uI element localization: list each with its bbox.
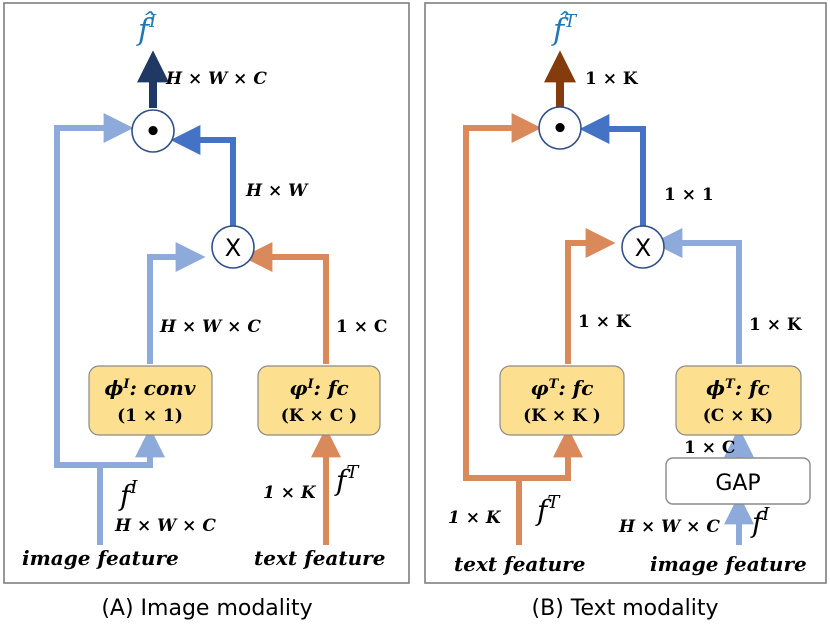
panel-a: f̂I H × W × C • X H × W H × W × C 1 × C … [3,2,410,621]
panel-a-input-left: image feature [22,546,179,570]
panel-b-input-left: text feature [454,552,585,576]
panel-a-conv-sub: (1 × 1) [117,406,183,426]
panel-a-bypass-arrow [54,113,134,545]
panel-b-gap-box [665,457,811,505]
panel-a-text-feat-label: fT [334,462,360,497]
panel-b-image-feat-dim: H × W × C [618,517,720,537]
panel-a-frame [3,2,410,584]
panel-b-gap-out-dim: 1 × C [684,438,735,458]
panel-b-fc2-sub: (C × K) [703,406,773,426]
panel-b-text-feat-label: fT [535,492,561,527]
panel-b-text-to-fc-arrow [519,427,583,481]
panel-b-caption: (B) Text modality [532,596,719,621]
panel-b-output-dim: 1 × K [585,69,639,89]
panel-b-dot-operator [538,106,582,150]
panel-a-image-to-conv-arrow [100,427,165,468]
panel-a-image-feat-dim: H × W × C [114,516,216,536]
panel-b-image-feat-label: fI [750,504,770,539]
panel-b-output-label: f̂T [551,11,578,48]
panel-a-mult-dot-dim: H × W [245,181,309,201]
panel-b-gap-label: GAP [715,471,760,496]
panel-b-fc-sub: (K × K ) [523,406,601,426]
panel-a-output-dim: H × W × C [165,69,267,89]
panel-b-fc-title: φT: fc [531,376,594,400]
panel-a-image-feat-label: fI [118,477,138,512]
panel-b-mult-operator [621,225,665,269]
panel-a-dot-symbol: • [145,117,162,147]
panel-b-mult-dot-dim: 1 × 1 [664,185,714,205]
panel-b-frame [424,2,827,584]
panel-b-fc2-to-mult-arrow [652,228,742,364]
panel-a-input-right: text feature [254,546,385,570]
panel-a-caption: (A) Image modality [101,596,312,621]
panel-b-fc2-title: ϕT: fc [706,376,770,400]
panel-a-fc-title: φI: fc [289,376,348,400]
panel-b-mult-symbol: X [635,234,651,262]
panel-a-fc-sub: (K × C ) [281,406,357,426]
panel-b-dot-symbol: • [552,114,569,144]
panel-a-conv-box [88,365,213,436]
panel-b-mult-to-dot-arrow [579,114,646,226]
panel-a-conv-to-mult-arrow [147,242,206,364]
panel-b-text-feat-dim: 1 × K [448,508,502,528]
panel-b-fc2-box [675,365,802,436]
panel-a-fc-box [257,365,381,436]
panel-b-bypass-arrow [463,113,542,545]
panel-b-fc2-out-dim: 1 × K [749,315,803,335]
panel-a-mult-to-dot-arrow [170,125,236,228]
panel-a-mult-symbol: X [225,234,241,262]
panel-a-output-label: f̂I [136,11,157,48]
panel-b: f̂T 1 × K • X 1 × 1 1 × K 1 × K φT: fc (… [424,2,827,621]
panel-a-conv-out-dim: H × W × C [159,317,261,337]
panel-b-fc-box [499,365,625,436]
panel-a-fc-to-mult-arrow [242,242,329,364]
panel-a-dot-operator [131,109,175,153]
panel-b-fc-to-mult-arrow [565,228,616,364]
panel-a-conv-title: ϕI: conv [105,376,196,400]
panel-b-fc-out-dim: 1 × K [578,312,632,332]
panel-a-fc-out-dim: 1 × C [336,317,387,337]
panel-a-mult-operator [211,225,255,269]
panel-b-input-right: image feature [650,552,807,576]
panel-a-text-feat-dim: 1 × K [263,483,317,503]
